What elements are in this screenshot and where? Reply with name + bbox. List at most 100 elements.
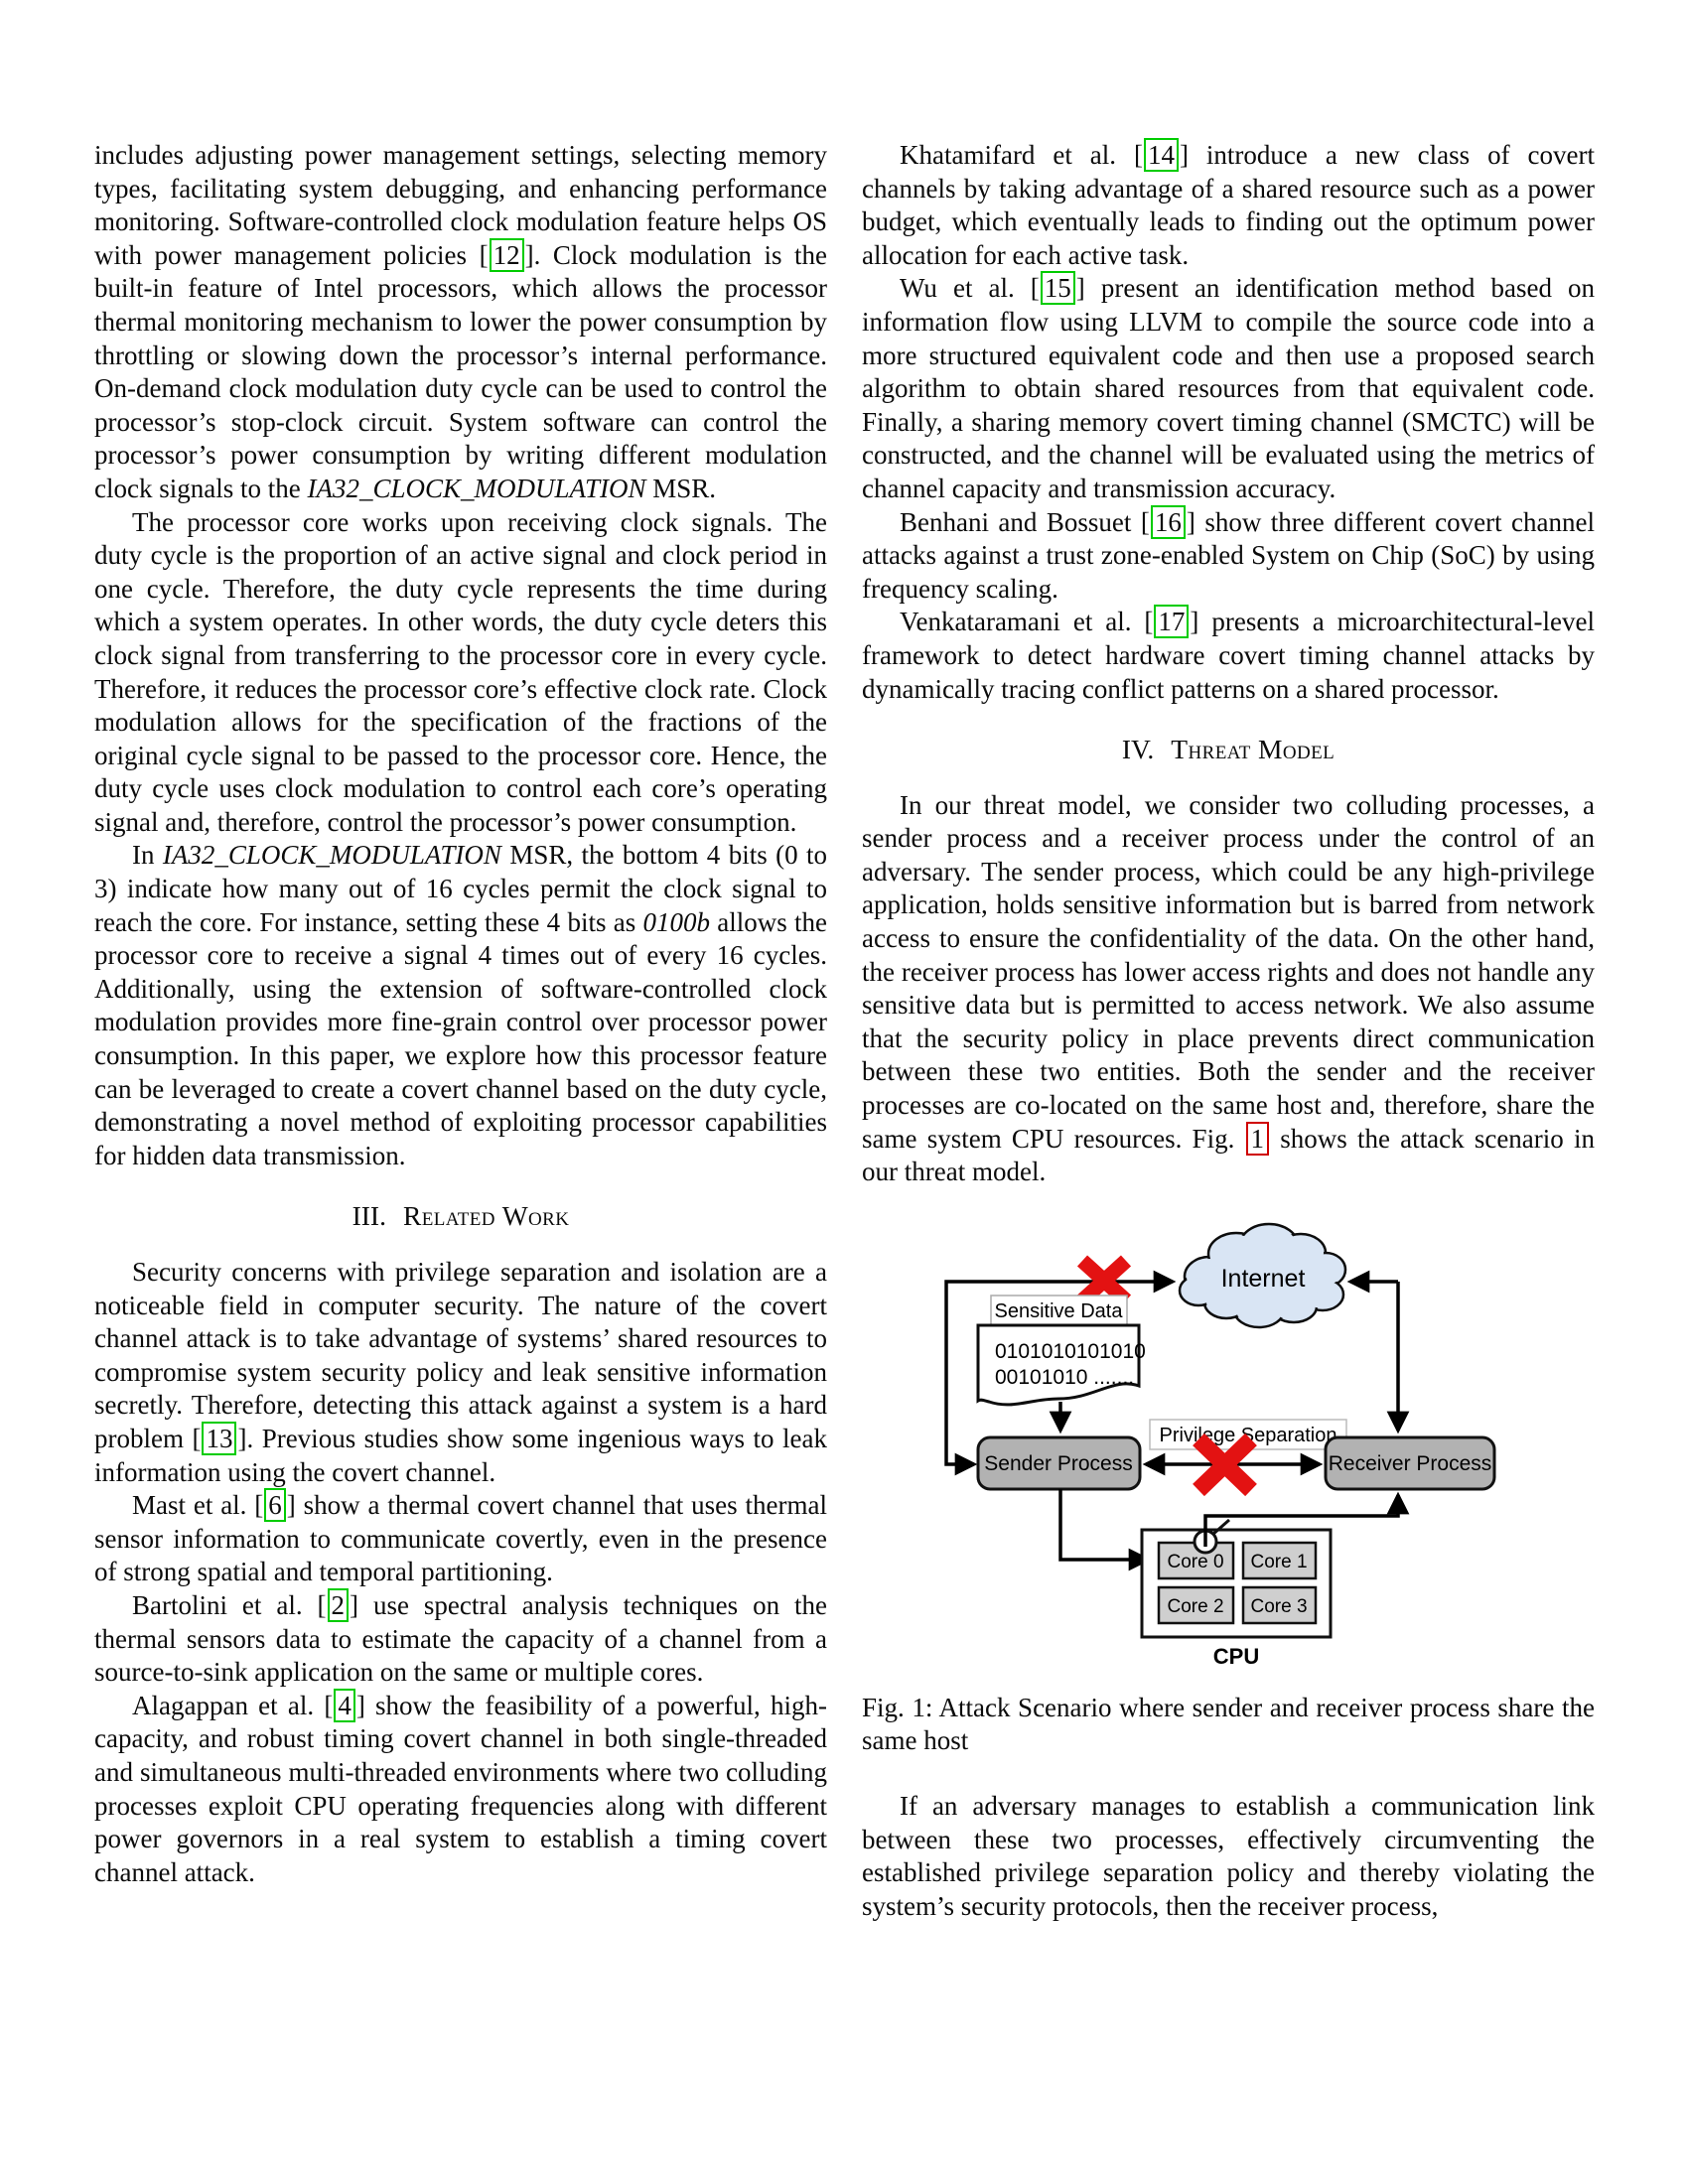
paragraph: Bartolini et al. [2] use spectral analys… — [94, 1587, 827, 1690]
bracket: ] — [1190, 607, 1199, 637]
bracket: [ — [1140, 506, 1150, 537]
body-text: . Previous studies show some ingenious w… — [94, 1423, 827, 1487]
sensitive-data-document: 0101010101010 00101010 ....... — [976, 1323, 1146, 1407]
sender-to-internet-link — [944, 1270, 1177, 1476]
body-text: show the feasibility of a powerful, high… — [94, 1690, 827, 1887]
body-text: show three different covert channel atta… — [862, 506, 1595, 604]
citation-link-17[interactable]: 17 — [1154, 605, 1190, 639]
right-column: Khatamifard et al. [14] introduce a new … — [862, 138, 1595, 1923]
cpu-label: CPU — [1213, 1644, 1259, 1669]
core-3-box: Core 3 — [1241, 1585, 1318, 1625]
body-text: The processor core works upon receiving … — [94, 506, 827, 837]
bracket: [ — [192, 1423, 202, 1453]
body-text: MSR, the bottom 4 bits (0 to 3) indicate… — [94, 840, 827, 937]
citation-link-16[interactable]: 16 — [1150, 504, 1186, 539]
citation-link-2[interactable]: 2 — [327, 1587, 350, 1622]
receiver-process-box: Receiver Process — [1324, 1435, 1496, 1491]
body-text: In our threat model, we consider two col… — [862, 789, 1595, 1154]
paragraph: Security concerns with privilege separat… — [94, 1256, 827, 1489]
citation-link-14[interactable]: 14 — [1143, 138, 1179, 172]
body-text: Benhani and Bossuet — [900, 506, 1141, 537]
bracket: ] — [355, 1690, 365, 1720]
sensitive-data-label: Sensitive Data — [990, 1295, 1128, 1326]
core-1-box: Core 1 — [1241, 1541, 1318, 1580]
paragraph: Mast et al. [6] show a thermal covert ch… — [94, 1488, 827, 1589]
core-2-box: Core 2 — [1157, 1585, 1235, 1625]
core-to-receiver-arrow — [1203, 1491, 1410, 1547]
sender-to-cpu-arrow — [1058, 1488, 1152, 1571]
bracket: [ — [1144, 607, 1154, 637]
svg-text:Core 1: Core 1 — [1250, 1552, 1307, 1572]
bracket: [ — [324, 1690, 334, 1720]
register-name: IA32_CLOCK_MODULATION — [307, 473, 646, 503]
citation-link-12[interactable]: 12 — [489, 237, 524, 272]
body-text: shows the attack scenario in our threat … — [862, 1123, 1596, 1187]
citation-link-4[interactable]: 4 — [334, 1688, 355, 1722]
citation-12: [12] — [480, 237, 534, 272]
section-heading-threat-model: IV. Threat Model — [862, 733, 1595, 766]
bracket: ] — [1179, 140, 1189, 170]
bracket: [ — [1030, 273, 1040, 304]
citation-link-13[interactable]: 13 — [202, 1421, 237, 1455]
svg-text:Core 2: Core 2 — [1167, 1596, 1223, 1617]
section-title: Related Work — [403, 1200, 570, 1232]
body-text: Khatamifard et al. — [900, 140, 1134, 170]
body-text: Mast et al. — [132, 1490, 255, 1521]
svg-text:Receiver Process: Receiver Process — [1329, 1452, 1492, 1475]
section-title: Threat Model — [1171, 734, 1336, 765]
citation-16: [16] — [1140, 504, 1196, 539]
section-number: III. — [352, 1200, 386, 1232]
svg-text:Sensitive Data: Sensitive Data — [995, 1300, 1124, 1322]
binary-data-line-2: 00101010 ....... — [995, 1366, 1134, 1389]
citation-2: [2] — [317, 1587, 359, 1622]
figure-caption: Fig. 1: Attack Scenario where sender and… — [862, 1692, 1595, 1758]
svg-text:Core 0: Core 0 — [1167, 1552, 1223, 1572]
bracket: [ — [1133, 140, 1143, 170]
caption-label: Fig. 1: — [862, 1692, 933, 1722]
body-text: Wu et al. — [900, 273, 1031, 304]
cpu-box: Core 0 Core 1 Core 2 Core 3 CPU — [1140, 1528, 1333, 1669]
citation-link-15[interactable]: 15 — [1040, 271, 1075, 306]
bracket: [ — [317, 1589, 327, 1620]
body-text: allows the processor core to receive a s… — [94, 906, 827, 1170]
internet-label: Internet — [1221, 1265, 1306, 1293]
paragraph: Venkataramani et al. [17] presents a mic… — [862, 605, 1595, 706]
body-text: use spectral analysis techniques on the … — [94, 1589, 827, 1688]
figure-ref-link[interactable]: 1 — [1245, 1121, 1270, 1156]
body-text: Security concerns with privilege separat… — [94, 1257, 827, 1453]
blocked-cross-internet-icon — [1076, 1255, 1132, 1306]
body-text: includes adjusting power management sett… — [94, 140, 827, 270]
bracket: ] — [286, 1490, 296, 1521]
bracket: ] — [350, 1589, 359, 1620]
body-text: show a thermal covert channel that uses … — [94, 1490, 827, 1587]
section-number: IV. — [1121, 734, 1155, 765]
svg-text:Sender Process: Sender Process — [984, 1452, 1132, 1475]
blocked-cross-privilege-icon — [1193, 1433, 1257, 1496]
body-text: present an identification method based o… — [862, 273, 1595, 503]
body-text: introduce a new class of covert channels… — [862, 140, 1595, 270]
paragraph: In our threat model, we consider two col… — [862, 789, 1595, 1189]
body-text: If an adversary manages to establish a c… — [862, 1791, 1595, 1921]
register-name: IA32_CLOCK_MODULATION — [162, 840, 501, 871]
paragraph: Alagappan et al. [4] show the feasibilit… — [94, 1688, 827, 1890]
sender-process-box: Sender Process — [976, 1435, 1142, 1491]
bracket: ] — [524, 239, 534, 270]
citation-13: [13] — [192, 1421, 246, 1455]
caption-text: Attack Scenario where sender and receive… — [862, 1692, 1595, 1756]
body-text: Venkataramani et al. — [900, 607, 1145, 637]
binary-value: 0100b — [642, 906, 710, 937]
body-text: Alagappan et al. — [132, 1690, 325, 1720]
svg-text:Core 3: Core 3 — [1250, 1596, 1307, 1617]
citation-14: [14] — [1133, 138, 1189, 172]
attack-scenario-diagram: Internet Sensitive Data 0101010101010 00… — [944, 1222, 1496, 1669]
citation-link-6[interactable]: 6 — [264, 1488, 286, 1523]
body-text: . Clock modulation is the built-in featu… — [94, 239, 827, 503]
paragraph: The processor core works upon receiving … — [94, 506, 827, 840]
section-heading-related-work: III. Related Work — [94, 1199, 827, 1233]
citation-17: [17] — [1144, 605, 1199, 639]
body-text: MSR. — [645, 473, 717, 503]
citation-15: [15] — [1030, 271, 1085, 306]
bracket: ] — [1186, 506, 1196, 537]
binary-data-line-1: 0101010101010 — [995, 1340, 1146, 1363]
